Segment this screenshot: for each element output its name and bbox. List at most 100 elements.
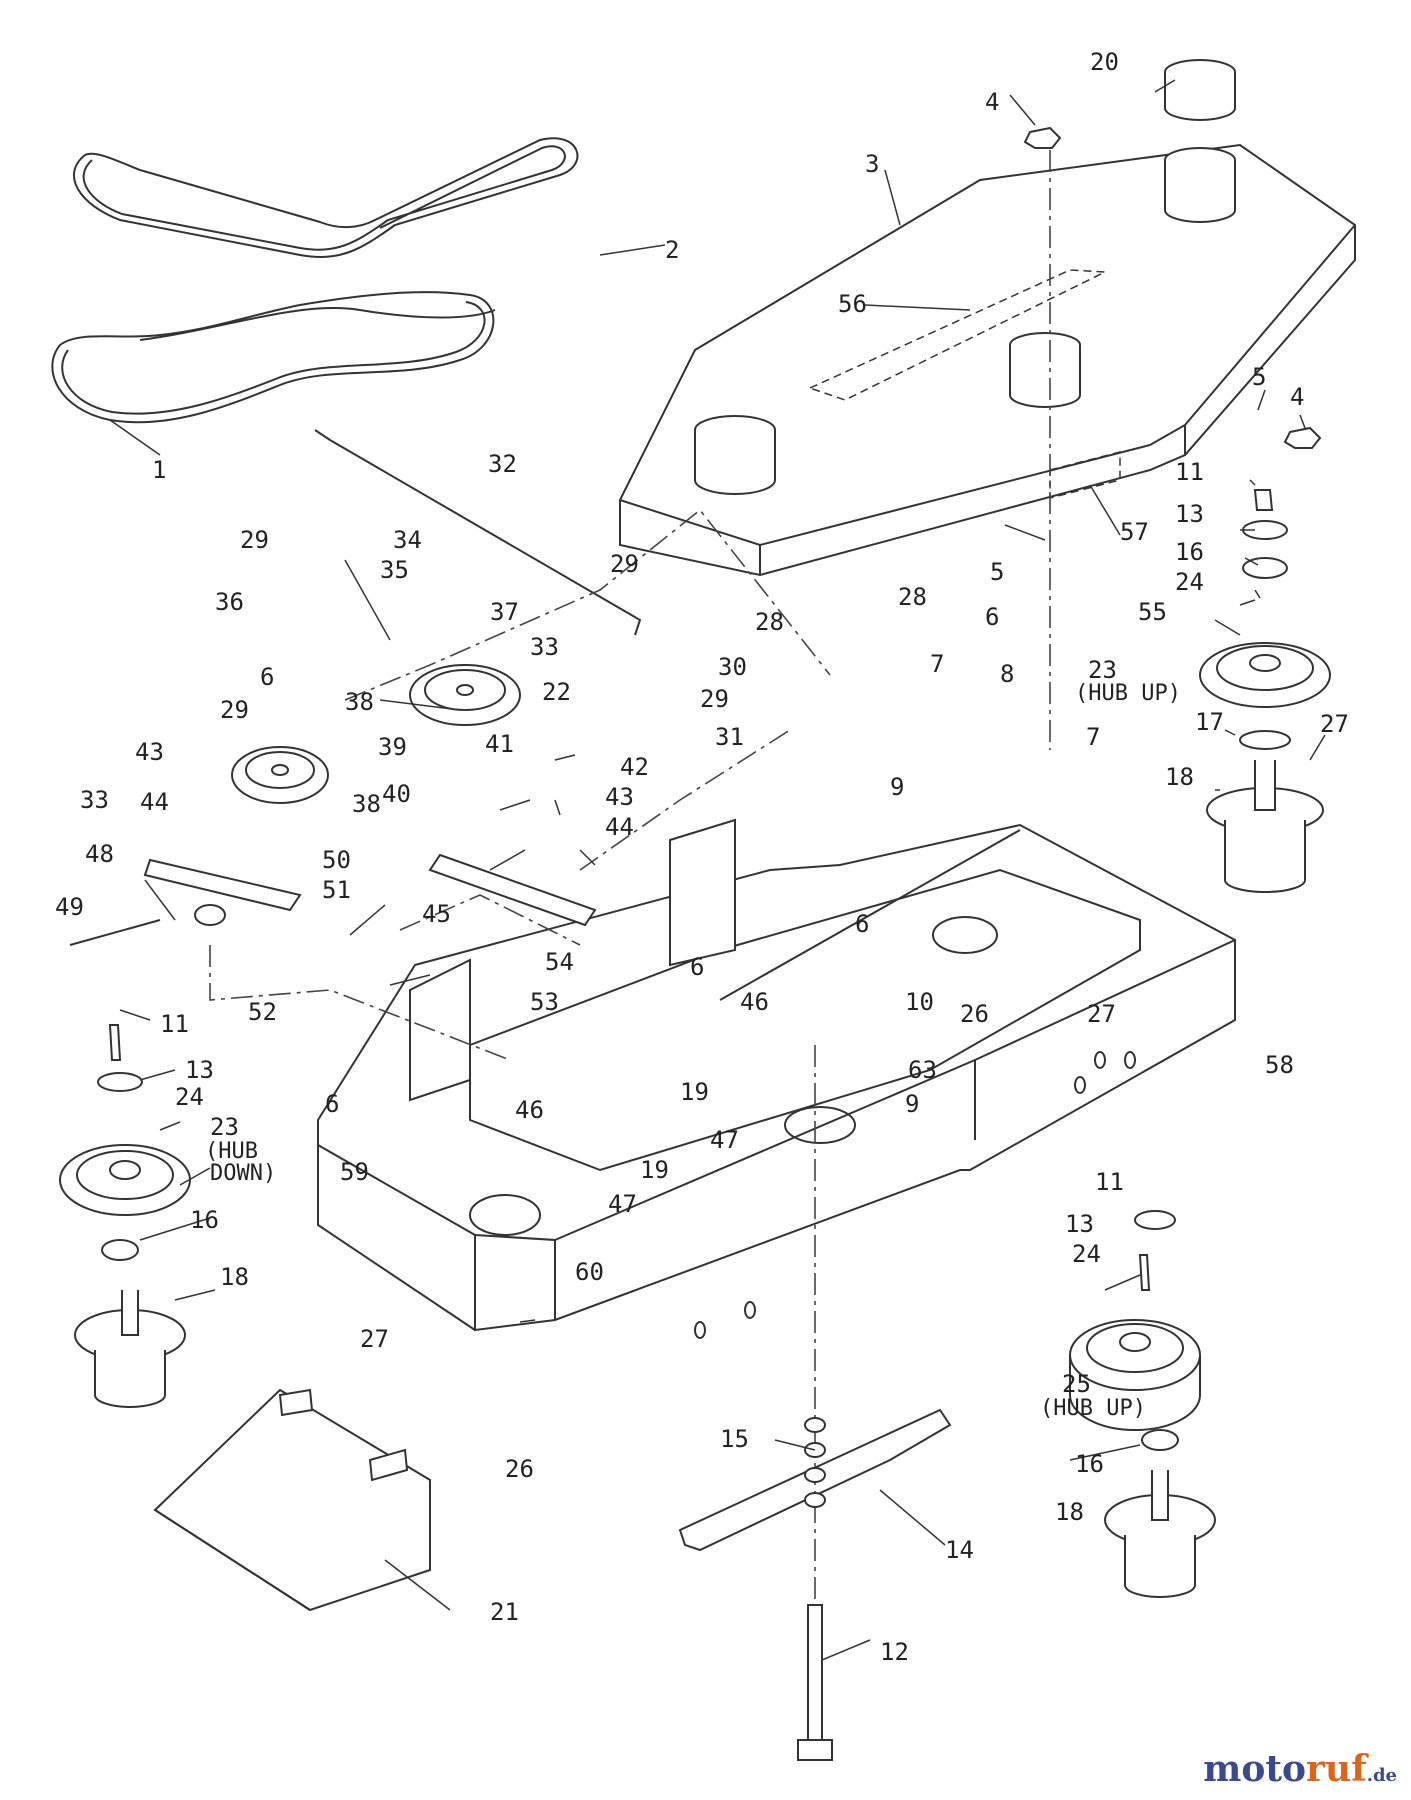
callout-32: 32 — [488, 450, 517, 478]
spindle-pulley-right — [1199, 489, 1331, 708]
callout-2: 2 — [665, 236, 679, 264]
callout-26: 26 — [960, 1000, 989, 1028]
callout-18: 18 — [220, 1263, 249, 1291]
callout-46: 46 — [740, 988, 769, 1016]
deck-shell — [317, 818, 1236, 1339]
callout-7: 7 — [1086, 723, 1100, 751]
callout-17: 17 — [1195, 708, 1224, 736]
knob-icon — [1023, 126, 1322, 449]
spindle-bolt — [797, 1604, 833, 1761]
drive-belt — [51, 137, 579, 424]
callout-47: 47 — [608, 1190, 637, 1218]
discharge-chute — [153, 1388, 431, 1612]
leader-lines — [109, 79, 1326, 1661]
callout-13: 13 — [1175, 500, 1204, 528]
callout-19: 19 — [680, 1078, 709, 1106]
callout-9: 9 — [890, 773, 904, 801]
callout-15: 15 — [720, 1425, 749, 1453]
callout-28: 28 — [755, 608, 784, 636]
note-hub-down-line2: DOWN) — [210, 1161, 276, 1186]
callout-40: 40 — [382, 780, 411, 808]
callout-30: 30 — [718, 653, 747, 681]
callout-1: 1 — [152, 456, 166, 484]
callout-42: 42 — [620, 753, 649, 781]
callout-24: 24 — [1175, 568, 1204, 596]
callout-43: 43 — [135, 738, 164, 766]
callout-11: 11 — [1175, 458, 1204, 486]
callout-3: 3 — [865, 150, 879, 178]
callout-27: 27 — [1320, 710, 1349, 738]
callout-33: 33 — [530, 633, 559, 661]
callout-6: 6 — [690, 953, 704, 981]
callout-31: 31 — [715, 723, 744, 751]
callout-16: 16 — [1175, 538, 1204, 566]
spindle-pulley-lower — [1069, 1210, 1201, 1451]
callout-26: 26 — [505, 1455, 534, 1483]
callout-55: 55 — [1138, 598, 1167, 626]
callout-39: 39 — [378, 733, 407, 761]
callout-4: 4 — [1290, 383, 1304, 411]
callout-21: 21 — [490, 1598, 519, 1626]
callout-19: 19 — [640, 1156, 669, 1184]
callout-44: 44 — [605, 813, 634, 841]
callout-53: 53 — [530, 988, 559, 1016]
callout-38: 38 — [352, 790, 381, 818]
callout-4: 4 — [985, 88, 999, 116]
callout-28: 28 — [898, 583, 927, 611]
callout-16: 16 — [1075, 1450, 1104, 1478]
callout-27: 27 — [1087, 1000, 1116, 1028]
spindle-housing-left — [74, 1290, 186, 1408]
callout-56: 56 — [838, 290, 867, 318]
callout-23: 23 — [210, 1113, 239, 1141]
callout-38: 38 — [345, 688, 374, 716]
callout-47: 47 — [710, 1126, 739, 1154]
idler-pulley — [231, 664, 521, 804]
spindle-housing-right — [1206, 730, 1324, 893]
callout-27: 27 — [360, 1325, 389, 1353]
callout-41: 41 — [485, 730, 514, 758]
callout-25: 25 — [1062, 1370, 1091, 1398]
callout-5: 5 — [1252, 363, 1266, 391]
callout-35: 35 — [380, 556, 409, 584]
callout-54: 54 — [545, 948, 574, 976]
callout-46: 46 — [515, 1096, 544, 1124]
callout-33: 33 — [80, 786, 109, 814]
callout-57: 57 — [1120, 518, 1149, 546]
callout-51: 51 — [322, 876, 351, 904]
idler-arm — [69, 853, 597, 946]
watermark-logo: motoruf.de — [1203, 1748, 1397, 1790]
spindle-cap — [1164, 59, 1236, 121]
callout-29: 29 — [700, 685, 729, 713]
note-hub-up-right: (HUB UP) — [1075, 681, 1181, 706]
spindle-pulley-left — [59, 1024, 191, 1261]
callout-10: 10 — [905, 988, 934, 1016]
callout-6: 6 — [985, 603, 999, 631]
spindle-housing-lower — [1104, 1470, 1216, 1598]
note-hub-up-lower: (HUB UP) — [1040, 1396, 1146, 1421]
callouts: 1 2 3 4 4 5 5 6 6 6 6 6 7 7 8 9 9 10 11 … — [55, 48, 1349, 1666]
callout-14: 14 — [945, 1536, 974, 1564]
callout-37: 37 — [490, 598, 519, 626]
callout-24: 24 — [1072, 1240, 1101, 1268]
callout-18: 18 — [1165, 763, 1194, 791]
callout-36: 36 — [215, 588, 244, 616]
callout-6: 6 — [260, 663, 274, 691]
callout-48: 48 — [85, 840, 114, 868]
callout-11: 11 — [1095, 1168, 1124, 1196]
callout-24: 24 — [175, 1083, 204, 1111]
callout-34: 34 — [393, 526, 422, 554]
callout-59: 59 — [340, 1158, 369, 1186]
callout-49: 49 — [55, 893, 84, 921]
callout-20: 20 — [1090, 48, 1119, 76]
callout-9: 9 — [905, 1090, 919, 1118]
callout-5: 5 — [990, 558, 1004, 586]
callout-13: 13 — [1065, 1210, 1094, 1238]
callout-52: 52 — [248, 998, 277, 1026]
callout-11: 11 — [160, 1010, 189, 1038]
hub-notes: (HUB UP) (HUB DOWN) (HUB UP) — [205, 681, 1181, 1421]
callout-45: 45 — [422, 900, 451, 928]
callout-16: 16 — [190, 1206, 219, 1234]
callout-7: 7 — [930, 650, 944, 678]
callout-58: 58 — [1265, 1051, 1294, 1079]
